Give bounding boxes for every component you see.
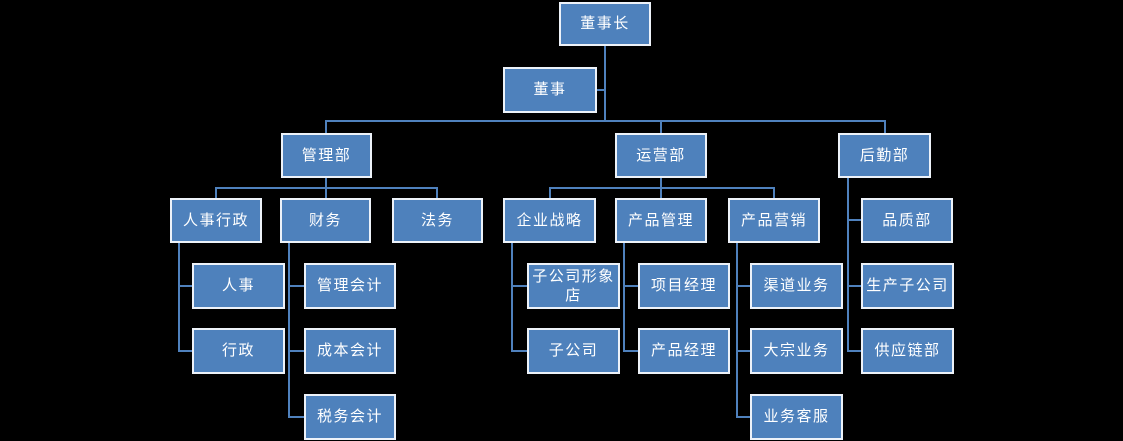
connector-line bbox=[288, 350, 304, 352]
org-node-label: 运营部 bbox=[636, 145, 686, 164]
connector-line bbox=[847, 219, 861, 221]
connector-line bbox=[178, 350, 192, 352]
org-node-tax-accounting[interactable]: 税务会计 bbox=[304, 394, 396, 440]
connector-line bbox=[884, 120, 886, 133]
org-node-label: 财务 bbox=[308, 210, 342, 229]
connector-line bbox=[847, 178, 849, 351]
connector-line bbox=[549, 187, 774, 189]
org-node-project-manager[interactable]: 项目经理 bbox=[638, 263, 730, 309]
org-node-director[interactable]: 董事 bbox=[503, 67, 597, 113]
org-node-business-customer-service[interactable]: 业务客服 bbox=[750, 394, 843, 440]
org-node-label: 子公司 bbox=[548, 341, 599, 360]
connector-line bbox=[604, 46, 606, 121]
connector-line bbox=[215, 187, 217, 198]
org-node-label: 成本会计 bbox=[316, 341, 383, 360]
org-node-chairman[interactable]: 董事长 bbox=[559, 2, 651, 46]
org-node-label: 业务客服 bbox=[763, 407, 830, 426]
org-node-quality-dept[interactable]: 品质部 bbox=[861, 198, 953, 243]
org-node-label: 供应链部 bbox=[874, 341, 941, 360]
connector-line bbox=[736, 243, 738, 417]
org-node-label: 董事 bbox=[533, 80, 567, 99]
connector-line bbox=[288, 416, 304, 418]
org-node-label: 产品经理 bbox=[650, 341, 717, 360]
connector-line bbox=[178, 285, 192, 287]
org-node-label: 生产子公司 bbox=[866, 276, 949, 295]
org-node-label: 税务会计 bbox=[316, 407, 383, 426]
org-node-personnel[interactable]: 人事 bbox=[192, 263, 285, 309]
connector-line bbox=[436, 187, 438, 198]
org-node-management-accounting[interactable]: 管理会计 bbox=[304, 263, 396, 309]
org-node-label: 后勤部 bbox=[859, 145, 910, 164]
org-node-label: 管理会计 bbox=[316, 276, 383, 295]
org-node-label: 董事长 bbox=[580, 14, 630, 33]
connector-line bbox=[623, 350, 638, 352]
org-node-supply-chain-dept[interactable]: 供应链部 bbox=[861, 328, 954, 374]
connector-line bbox=[288, 285, 304, 287]
org-node-label: 项目经理 bbox=[650, 276, 717, 295]
org-node-label: 大宗业务 bbox=[763, 341, 830, 360]
org-node-label: 产品营销 bbox=[740, 210, 807, 229]
org-node-production-subsidiary[interactable]: 生产子公司 bbox=[861, 263, 954, 309]
org-node-label: 法务 bbox=[420, 210, 454, 229]
org-node-label: 行政 bbox=[221, 341, 255, 360]
connector-line bbox=[623, 285, 638, 287]
org-node-subsidiary-flagship-store[interactable]: 子公司形象店 bbox=[527, 263, 620, 309]
org-node-label: 人事行政 bbox=[182, 210, 249, 229]
connector-line bbox=[660, 120, 662, 133]
connector-line bbox=[847, 285, 861, 287]
connector-line bbox=[511, 285, 527, 287]
connector-line bbox=[596, 89, 605, 91]
connector-line bbox=[178, 243, 180, 351]
connector-line bbox=[215, 187, 437, 189]
connector-line bbox=[623, 243, 625, 351]
org-node-label: 产品管理 bbox=[627, 210, 694, 229]
org-node-corporate-strategy[interactable]: 企业战略 bbox=[503, 198, 596, 243]
org-node-product-manager[interactable]: 产品经理 bbox=[638, 328, 730, 374]
org-node-product-management[interactable]: 产品管理 bbox=[615, 198, 707, 243]
connector-line bbox=[736, 285, 750, 287]
connector-line bbox=[847, 350, 861, 352]
org-node-label: 企业战略 bbox=[516, 210, 583, 229]
org-node-channel-business[interactable]: 渠道业务 bbox=[750, 263, 843, 309]
connector-line bbox=[736, 350, 750, 352]
org-node-label: 品质部 bbox=[882, 210, 932, 229]
org-node-label: 管理部 bbox=[301, 145, 352, 164]
org-node-operations-dept[interactable]: 运营部 bbox=[615, 133, 707, 178]
connector-line bbox=[325, 120, 327, 133]
connector-line bbox=[325, 120, 885, 122]
org-node-label: 渠道业务 bbox=[763, 276, 830, 295]
org-node-legal[interactable]: 法务 bbox=[392, 198, 483, 243]
org-node-cost-accounting[interactable]: 成本会计 bbox=[304, 328, 396, 374]
connector-line bbox=[736, 416, 750, 418]
org-node-subsidiary[interactable]: 子公司 bbox=[527, 328, 620, 374]
connector-line bbox=[549, 187, 551, 198]
org-node-logistics-dept[interactable]: 后勤部 bbox=[838, 133, 931, 178]
org-node-hr-admin[interactable]: 人事行政 bbox=[170, 198, 262, 243]
connector-line bbox=[511, 243, 513, 351]
org-node-management-dept[interactable]: 管理部 bbox=[281, 133, 372, 178]
org-node-bulk-business[interactable]: 大宗业务 bbox=[750, 328, 843, 374]
connector-line bbox=[511, 350, 527, 352]
connector-line bbox=[288, 243, 290, 417]
org-node-finance[interactable]: 财务 bbox=[280, 198, 371, 243]
org-node-administration[interactable]: 行政 bbox=[192, 328, 285, 374]
org-node-label: 子公司形象店 bbox=[532, 266, 615, 305]
connector-line bbox=[773, 187, 775, 198]
org-node-product-marketing[interactable]: 产品营销 bbox=[728, 198, 820, 243]
org-node-label: 人事 bbox=[221, 276, 255, 295]
